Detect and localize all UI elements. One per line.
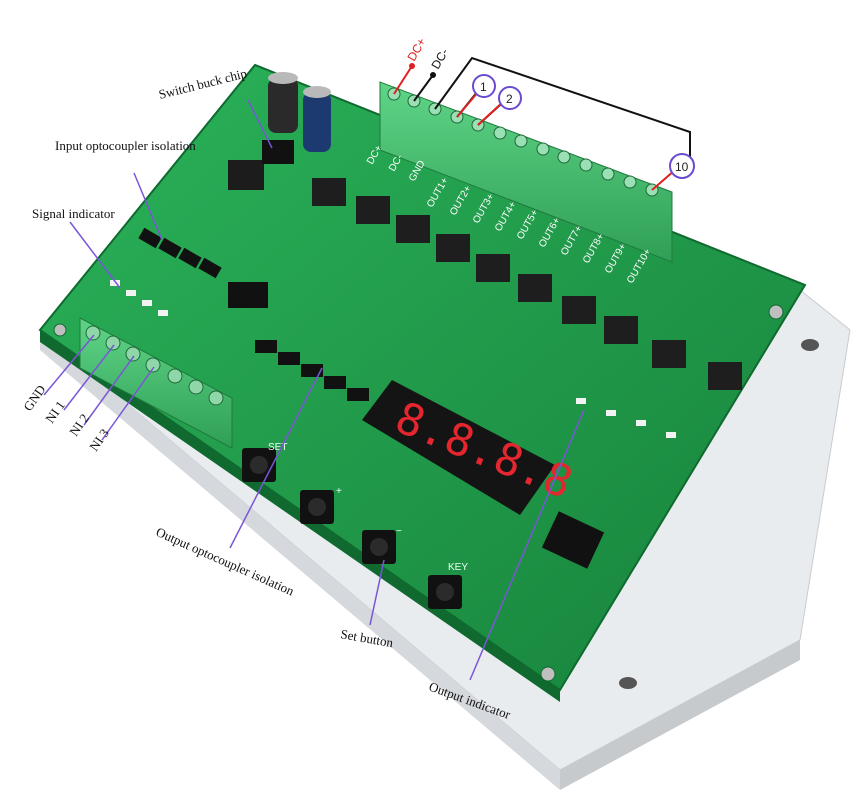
dc-plus-label: DC+	[404, 35, 428, 63]
input-optocouplers	[138, 227, 222, 279]
callout-line-ni3	[101, 366, 155, 441]
dc-minus-label: DC-	[428, 46, 451, 71]
circle-label-2: 2	[498, 86, 522, 110]
callout-line-output-indicator	[469, 409, 585, 681]
circle-label-10: 10	[669, 153, 695, 179]
capacitor-2	[303, 86, 331, 152]
callout-line-buck	[247, 99, 273, 149]
circle-label-1: 1	[472, 74, 496, 98]
plus-button[interactable]: +	[300, 486, 342, 524]
svg-text:2: 2	[506, 92, 513, 106]
dc-plus-wire: DC+	[393, 35, 429, 95]
minus-button-label: −	[396, 526, 402, 537]
callout-line-signal	[69, 221, 121, 289]
out1-wire	[456, 91, 479, 118]
out10-wire	[651, 169, 676, 191]
set-button-label: SET	[268, 442, 287, 453]
callout-line-set	[369, 559, 385, 626]
callout-line-output-opto	[229, 367, 323, 549]
svg-text:1: 1	[480, 80, 487, 94]
callout-ni2: NI 2	[66, 411, 92, 439]
minus-button[interactable]: −	[362, 526, 402, 564]
signal-indicator-leds	[110, 280, 168, 316]
driver-chip	[541, 511, 605, 569]
callout-signal-indicator: Signal indicator	[32, 206, 115, 221]
common-wire	[434, 56, 691, 168]
inductor	[228, 160, 264, 190]
output-indicator-leds	[576, 398, 676, 438]
callout-input-optocoupler: Input optocoupler isolation	[55, 138, 196, 153]
callout-ni1: NI 1	[42, 398, 68, 426]
callout-gnd: GND	[20, 382, 48, 414]
callout-line-gnd	[43, 334, 95, 396]
callout-line-input-opto	[133, 172, 163, 241]
callout-ni3: NI 3	[86, 426, 112, 454]
svg-text:10: 10	[675, 160, 689, 174]
callout-line-ni1	[63, 344, 115, 411]
capacitor-1	[268, 72, 298, 133]
key-button-label: KEY	[448, 562, 468, 573]
output-mosfets	[312, 178, 742, 390]
callout-line-ni2	[83, 355, 135, 426]
buck-chip	[262, 140, 294, 164]
key-button[interactable]: KEY	[428, 562, 468, 609]
plus-button-label: +	[336, 486, 342, 497]
microcontroller-chip	[228, 282, 268, 308]
input-terminal-block	[79, 317, 233, 449]
output-optocouplers	[255, 340, 369, 401]
